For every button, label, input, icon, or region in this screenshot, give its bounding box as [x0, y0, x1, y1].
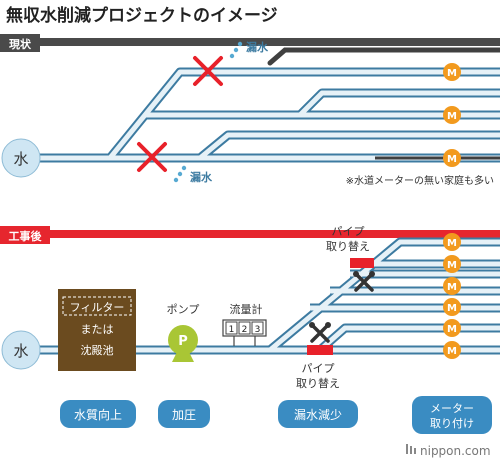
badge-meter-install — [412, 396, 492, 434]
meter-after-3: M — [443, 277, 461, 295]
filter-label: フィルター — [70, 301, 125, 314]
pump-icon — [168, 325, 198, 362]
svg-text:M: M — [447, 324, 457, 335]
meter-after-2: M — [443, 255, 461, 273]
meter-before-2: M — [443, 106, 461, 124]
badge-leak-reduction — [278, 400, 358, 428]
leak-label-bottom: 漏水 — [190, 170, 213, 184]
pump-letter: P — [178, 334, 188, 349]
flowmeter-icon — [222, 319, 267, 346]
wrench-icon-bottom — [309, 322, 331, 343]
badge-water-quality — [60, 400, 136, 428]
svg-text:M: M — [447, 260, 457, 271]
badge-meter-install-line1: メーター — [430, 402, 474, 415]
flowmeter-digit-3: 3 — [255, 325, 261, 335]
flowmeter-label: 流量計 — [230, 302, 263, 316]
before-label: 現状 — [9, 37, 32, 51]
diagram-title: 無収水削減プロジェクトのイメージ — [6, 5, 278, 26]
badge-leak-reduction-label: 漏水減少 — [294, 407, 342, 422]
badge-pressure — [158, 400, 210, 428]
svg-text:M: M — [447, 111, 457, 122]
meter-after-6: M — [443, 341, 461, 359]
after-label: 工事後 — [9, 229, 43, 243]
filter-or: または — [81, 323, 114, 336]
wrench-icon-top — [353, 271, 375, 292]
svg-text:M: M — [447, 154, 457, 165]
water-source-after — [1, 330, 41, 370]
svg-text:M: M — [447, 303, 457, 314]
leak-drops-bottom — [173, 165, 187, 183]
badge-water-quality-label: 水質向上 — [74, 407, 122, 422]
meter-after-4: M — [443, 298, 461, 316]
meter-after-5: M — [443, 319, 461, 337]
meter-before-3: M — [443, 149, 461, 167]
repair-band-top — [350, 258, 374, 268]
filter-settling-pond: 沈殿池 — [81, 343, 114, 357]
old-pipe-network — [38, 67, 500, 163]
flowmeter-digit-1: 1 — [229, 325, 235, 335]
filter-box — [58, 289, 136, 371]
flowmeter-digit-2: 2 — [242, 325, 248, 335]
after-band — [0, 230, 500, 238]
leak-drops-top — [229, 41, 243, 59]
water-source-before-label: 水 — [13, 150, 28, 168]
water-source-before — [1, 138, 41, 178]
meter-before-1: M — [443, 63, 461, 81]
svg-text:M: M — [447, 238, 457, 249]
svg-text:M: M — [447, 346, 457, 357]
leak-label-top: 漏水 — [246, 40, 269, 54]
svg-text:M: M — [447, 68, 457, 79]
before-label-box — [0, 34, 40, 52]
before-band — [0, 38, 500, 46]
repair-band-bottom — [307, 345, 333, 355]
meter-after-1: M — [443, 233, 461, 251]
badge-pressure-label: 加圧 — [172, 408, 196, 422]
pipe-replace-bottom-line1: パイプ — [302, 362, 335, 375]
pump-label: ポンプ — [167, 303, 200, 316]
after-label-box — [0, 226, 50, 244]
main-pipe-top — [267, 47, 500, 66]
svg-text:M: M — [447, 282, 457, 293]
badge-meter-install-line2: 取り付け — [430, 417, 474, 430]
water-source-after-label: 水 — [13, 342, 28, 360]
leak-x-top — [193, 56, 223, 86]
pipe-replace-bottom-line2: 取り替え — [296, 376, 340, 390]
credit-text: nippon.com — [420, 444, 491, 458]
meter-note: ※水道メーターの無い家庭も多い — [346, 174, 494, 187]
pipe-replace-top-line2: 取り替え — [326, 239, 370, 253]
leak-x-bottom — [137, 142, 167, 172]
pipe-replace-top-line1: パイプ — [332, 225, 365, 238]
nippon-logo-icon — [406, 444, 416, 454]
